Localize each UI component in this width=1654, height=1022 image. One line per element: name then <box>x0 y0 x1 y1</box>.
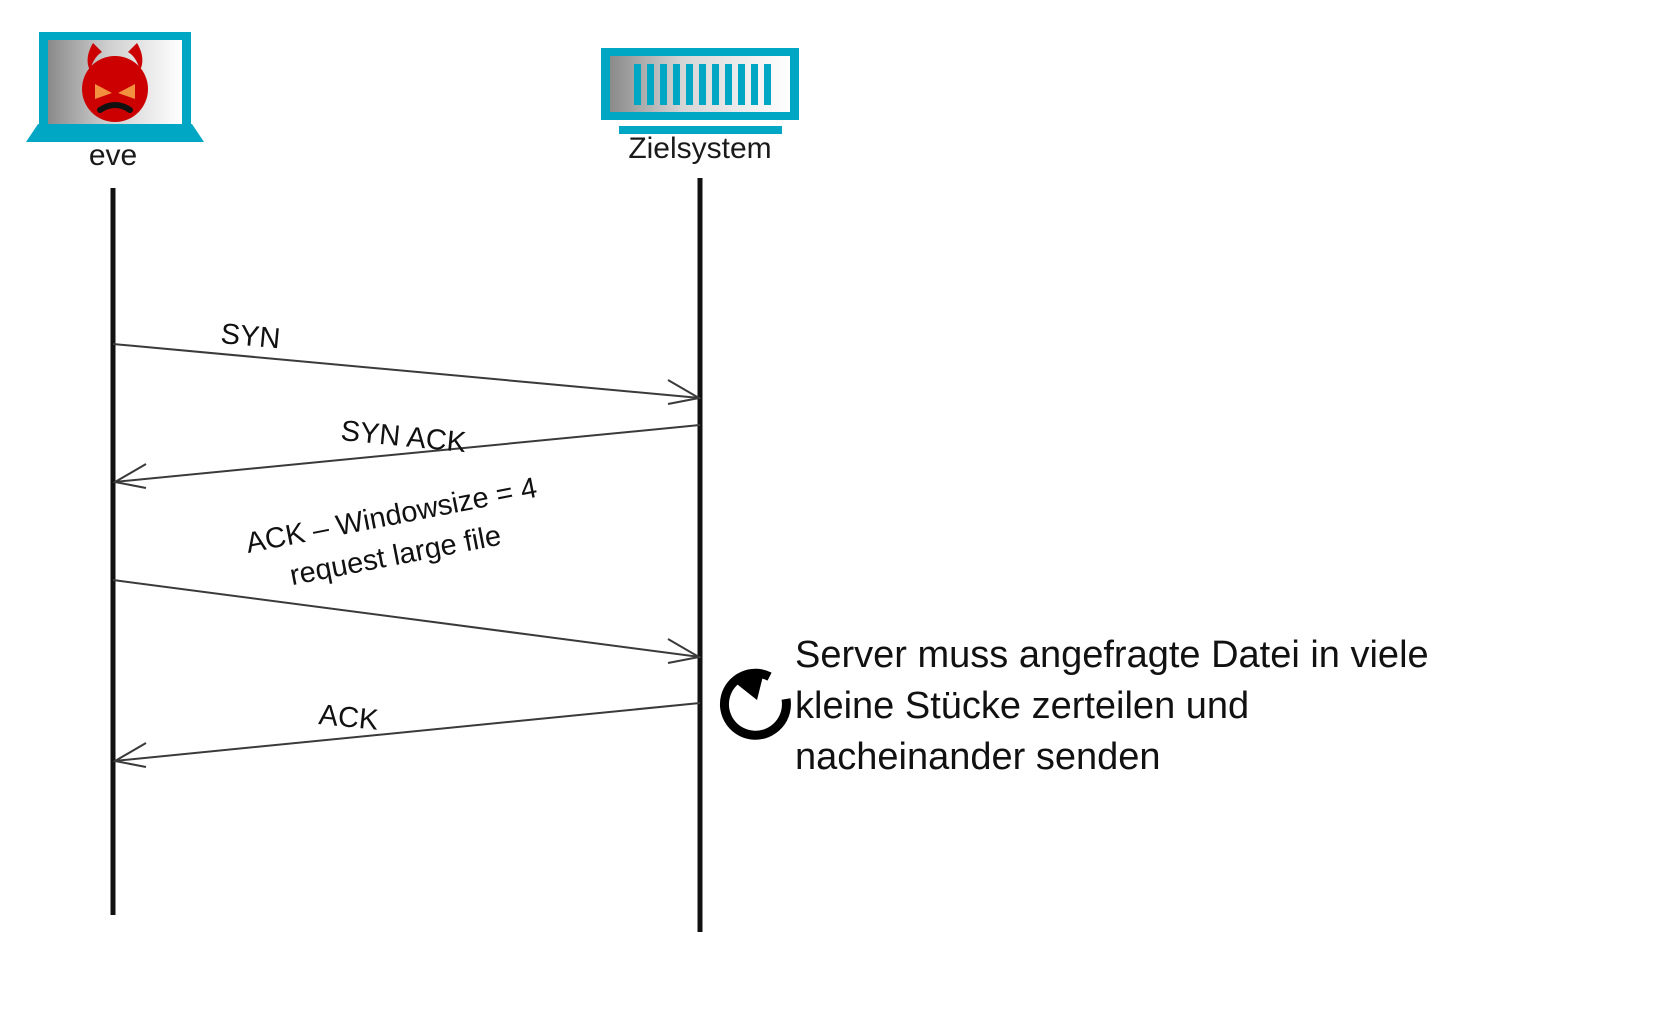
devil-eye-right <box>118 84 135 99</box>
server-bars <box>634 64 771 105</box>
arrowhead-syn-ack <box>112 463 147 489</box>
message-line-syn-ack <box>113 424 701 483</box>
message-ack[interactable]: ACK <box>112 699 701 768</box>
note-line-2: kleine Stücke zerteilen und <box>795 685 1249 727</box>
devil-head <box>82 56 148 122</box>
server-stand <box>619 126 782 134</box>
message-label-syn: SYN <box>219 318 281 355</box>
arrowhead-syn <box>667 379 702 405</box>
actor-label-eve: eve <box>89 139 137 172</box>
message-syn[interactable]: SYN <box>112 318 702 405</box>
laptop-base <box>26 124 204 142</box>
message-syn-ack[interactable]: SYN ACK <box>112 415 701 489</box>
arrowhead-ack-windowsize <box>667 638 702 664</box>
note-line-3: nacheinander senden <box>795 736 1161 778</box>
message-line-syn <box>112 343 701 399</box>
message-ack-windowsize[interactable]: ACK – Windowsize = 4 request large file <box>112 472 702 664</box>
devil-face-icon <box>82 43 148 122</box>
message-label-syn-ack: SYN ACK <box>339 415 468 459</box>
message-label-ack: ACK <box>317 699 380 737</box>
note-annotation: Server muss angefragte Datei in viele kl… <box>719 634 1429 778</box>
message-line-ack-windowsize <box>112 579 701 658</box>
loop-arrow-head <box>733 672 764 700</box>
devil-horn-left <box>87 43 102 70</box>
message-line-ack <box>113 702 701 762</box>
arrowhead-ack <box>112 742 147 768</box>
actor-zielsystem[interactable]: Zielsystem <box>601 48 799 932</box>
devil-eye-left <box>95 84 112 99</box>
loop-arrow-icon <box>719 668 791 740</box>
devil-mouth <box>97 102 133 113</box>
devil-horn-right <box>128 43 143 70</box>
actor-eve[interactable]: eve <box>26 32 204 915</box>
laptop-devil-icon <box>26 32 204 142</box>
server-icon <box>601 48 799 134</box>
note-line-1: Server muss angefragte Datei in viele <box>795 634 1429 676</box>
actor-label-zielsystem: Zielsystem <box>628 132 771 165</box>
